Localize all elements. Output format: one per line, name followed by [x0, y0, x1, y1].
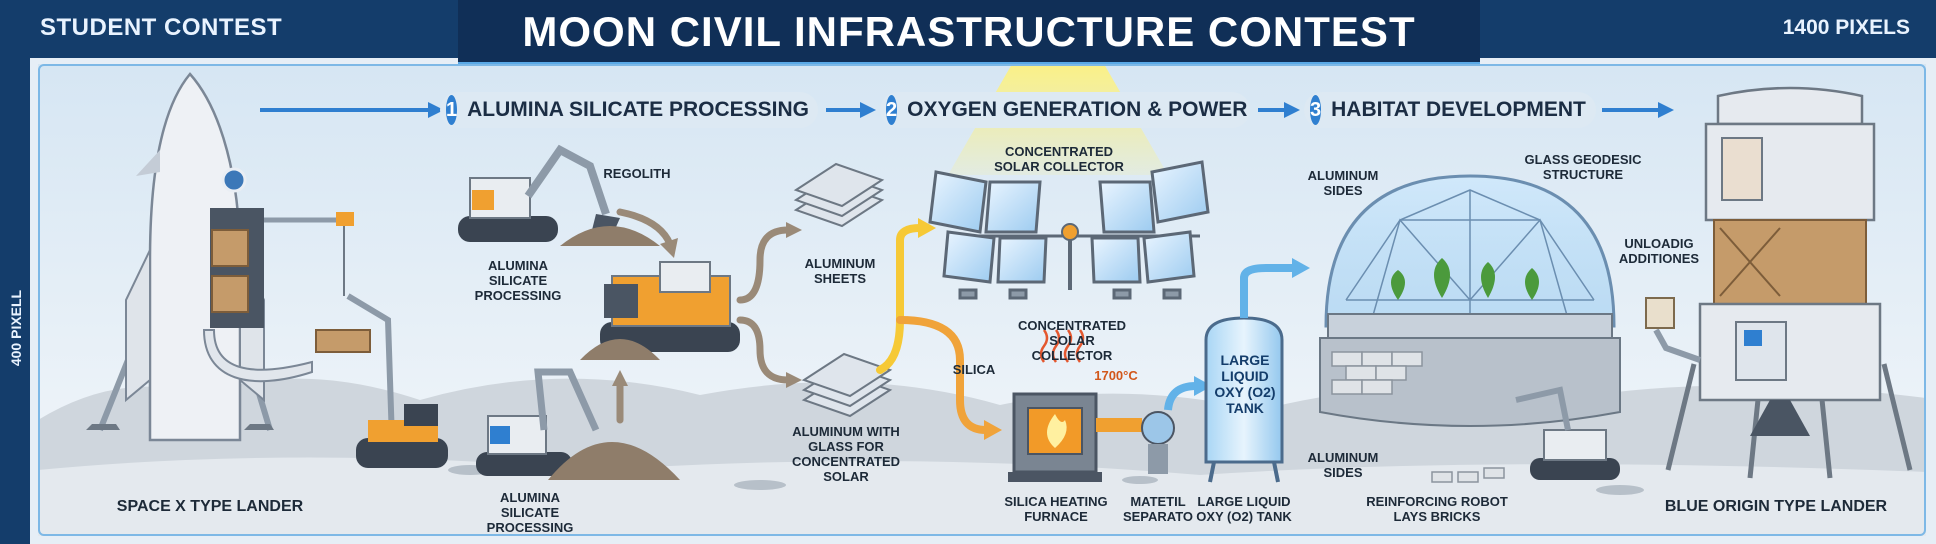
contest-category-label: STUDENT CONTEST [40, 14, 283, 41]
excavator-bottom [476, 368, 680, 480]
regolith-pile-top [560, 226, 660, 246]
label-tank-body: LARGE LIQUID OXY (O2) TANK [1214, 352, 1276, 416]
title-plate: MOON CIVIL INFRASTRUCTURE CONTEST [458, 0, 1480, 65]
width-label: 1400 PIXELS [1782, 16, 1910, 39]
label-aluminum-sides-top: ALUMINUM SIDES [1307, 168, 1379, 198]
label-regolith: REGOLITH [603, 166, 671, 181]
label-robot: REINFORCING ROBOT LAYS BRICKS [1366, 494, 1508, 524]
spacex-lander [86, 72, 371, 442]
step-number: 1 [446, 95, 458, 125]
heat-waves-icon [1039, 329, 1085, 363]
crane-loader [346, 293, 448, 468]
habitat-dome [1319, 174, 1621, 427]
step-label: HABITAT DEVELOPMENT [1331, 98, 1586, 121]
label-furnace: SILICA HEATING FURNACE [1004, 494, 1108, 524]
label-collector-top: CONCENTRATED SOLAR COLLECTOR [994, 144, 1124, 174]
height-label: 400 PIXELL [8, 289, 24, 367]
content-frame [38, 64, 1926, 536]
label-blue-origin-lander: BLUE ORIGIN TYPE LANDER [1664, 498, 1888, 515]
plant-icon [1391, 258, 1539, 300]
label-excavator-bottom: ALUMINA SILICATE PROCESSING [486, 490, 574, 535]
flow-orange [896, 316, 990, 434]
processing-machine [580, 261, 740, 360]
reinforcing-robot [1431, 386, 1620, 483]
label-excavator-top: ALUMINA SILICATE PROCESSING [474, 258, 562, 303]
label-unloading: UNLOADIG ADDITIONES [1618, 236, 1700, 266]
step-arrows [260, 102, 1674, 118]
aluminum-glass-sheets [801, 352, 893, 418]
label-separator: MATETIL SEPARATO [1122, 494, 1194, 524]
label-collector-bottom: CONCENTRATED SOLAR COLLECTOR [1017, 318, 1127, 363]
flow-yellow [876, 224, 924, 374]
step-2: 2 OXYGEN GENERATION & POWER [880, 92, 1250, 128]
step-label: ALUMINA SILICATE PROCESSING [467, 98, 809, 121]
step-number: 2 [886, 95, 898, 125]
step-number: 3 [1310, 95, 1322, 125]
solar-collector-array [928, 160, 1210, 300]
label-silica: SILICA [952, 362, 996, 377]
brown-arrows [616, 208, 792, 424]
label-glass-geodesic: GLASS GEODESIC STRUCTURE [1524, 152, 1642, 182]
label-tank: LARGE LIQUID OXY (O2) TANK [1196, 494, 1292, 524]
label-aluminum-glass: ALUMINUM WITH GLASS FOR CONCENTRATED SOL… [791, 424, 901, 484]
label-aluminum-sheets: ALUMINUM SHEETS [804, 256, 876, 286]
oxygen-tank [1204, 258, 1310, 483]
label-spacex-lander: SPACE X TYPE LANDER [116, 498, 304, 515]
step-label: OXYGEN GENERATION & POWER [907, 98, 1248, 121]
aluminum-sheets [793, 162, 885, 228]
label-aluminum-sides-bottom: ALUMINUM SIDES [1307, 450, 1379, 480]
excavator-top [458, 144, 620, 242]
side-bar: 400 PIXELL [0, 58, 30, 544]
page-title: MOON CIVIL INFRASTRUCTURE CONTEST [522, 8, 1416, 55]
silica-furnace [1008, 392, 1142, 482]
label-temperature: 1700°C [1094, 368, 1138, 383]
step-1: 1 ALUMINA SILICATE PROCESSING [440, 92, 818, 128]
step-3: 3 HABITAT DEVELOPMENT [1304, 92, 1596, 128]
blue-origin-lander [1645, 86, 1913, 479]
material-separator [1141, 376, 1212, 474]
